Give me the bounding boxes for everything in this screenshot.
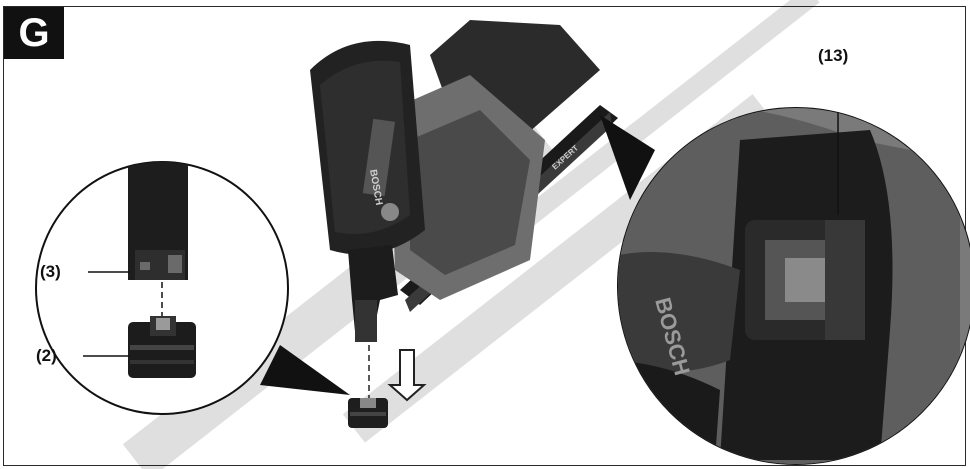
zoom-leader-left	[260, 345, 350, 395]
detail-circle-left	[35, 161, 289, 415]
callout-part-3: (3)	[40, 262, 61, 281]
detail-circle-right	[617, 107, 970, 465]
callout-part-2: (2)	[36, 346, 57, 365]
nailer-tool	[310, 20, 618, 428]
callout-part-13: (13)	[818, 46, 849, 65]
figure-badge: G	[4, 7, 64, 59]
zoom-leader-right	[600, 115, 655, 200]
